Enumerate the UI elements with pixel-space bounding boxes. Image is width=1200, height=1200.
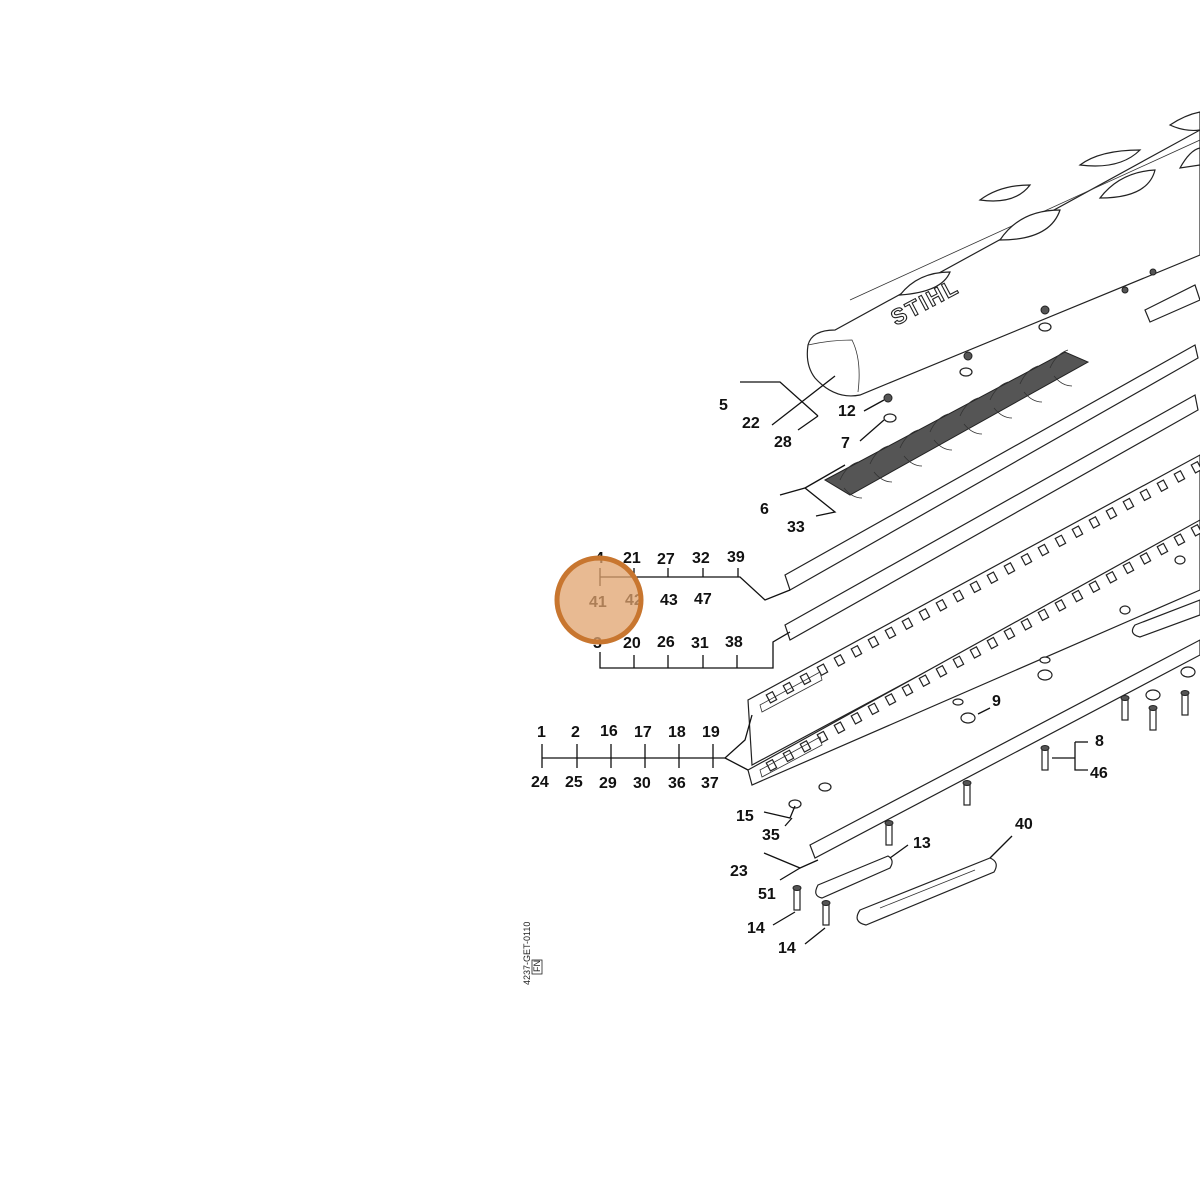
callout-18[interactable]: 18 — [668, 724, 686, 741]
callout-39[interactable]: 39 — [727, 549, 745, 566]
highlight-marker — [554, 555, 644, 645]
callout-37[interactable]: 37 — [701, 775, 719, 792]
leader-lines — [541, 375, 1088, 945]
callout-29[interactable]: 29 — [599, 775, 617, 792]
callout-30[interactable]: 30 — [633, 775, 651, 792]
callout-17[interactable]: 17 — [634, 724, 652, 741]
cutter-bar-guard — [823, 349, 1090, 499]
callout-23[interactable]: 23 — [730, 863, 748, 880]
callout-16[interactable]: 16 — [600, 723, 618, 740]
small-plates — [815, 599, 1200, 926]
guide-rails — [784, 344, 1200, 859]
callout-22[interactable]: 22 — [742, 415, 760, 432]
callout-35[interactable]: 35 — [762, 827, 780, 844]
blade-guard: STIHL — [806, 111, 1200, 397]
callout-1[interactable]: 1 — [537, 724, 546, 741]
drawing-code: 4237-GET-0110 — [522, 922, 532, 985]
callout-21[interactable]: 21 — [623, 550, 641, 567]
callout-36[interactable]: 36 — [668, 775, 686, 792]
callout-19[interactable]: 19 — [702, 724, 720, 741]
callout-2[interactable]: 2 — [571, 724, 580, 741]
callout-26[interactable]: 26 — [657, 634, 675, 651]
hardware — [788, 268, 1200, 926]
callout-51[interactable]: 51 — [758, 886, 776, 903]
callout-47[interactable]: 47 — [694, 591, 712, 608]
callout-15[interactable]: 15 — [736, 808, 754, 825]
callout-33[interactable]: 33 — [787, 519, 805, 536]
callout-8[interactable]: 8 — [1095, 733, 1104, 750]
callout-6[interactable]: 6 — [760, 501, 769, 518]
callout-12[interactable]: 12 — [838, 403, 856, 420]
callout-14-a[interactable]: 14 — [747, 920, 765, 937]
callout-9[interactable]: 9 — [992, 693, 1001, 710]
callout-43[interactable]: 43 — [660, 592, 678, 609]
callout-14-b[interactable]: 14 — [778, 940, 796, 957]
callout-27[interactable]: 27 — [657, 551, 675, 568]
callout-25[interactable]: 25 — [565, 774, 583, 791]
callout-28[interactable]: 28 — [774, 434, 792, 451]
callout-38[interactable]: 38 — [725, 634, 743, 651]
callout-7[interactable]: 7 — [841, 435, 850, 452]
drawing-code-block: 4237-GET-0110 FN — [522, 922, 543, 985]
callout-40[interactable]: 40 — [1015, 816, 1033, 833]
callout-13[interactable]: 13 — [913, 835, 931, 852]
cutter-blades — [747, 454, 1200, 786]
drawing-tag: FN — [532, 960, 542, 972]
callout-46[interactable]: 46 — [1090, 765, 1108, 782]
callout-5[interactable]: 5 — [719, 397, 728, 414]
callout-31[interactable]: 31 — [691, 635, 709, 652]
callout-20[interactable]: 20 — [623, 635, 641, 652]
callout-32[interactable]: 32 — [692, 550, 710, 567]
callout-24[interactable]: 24 — [531, 774, 549, 791]
